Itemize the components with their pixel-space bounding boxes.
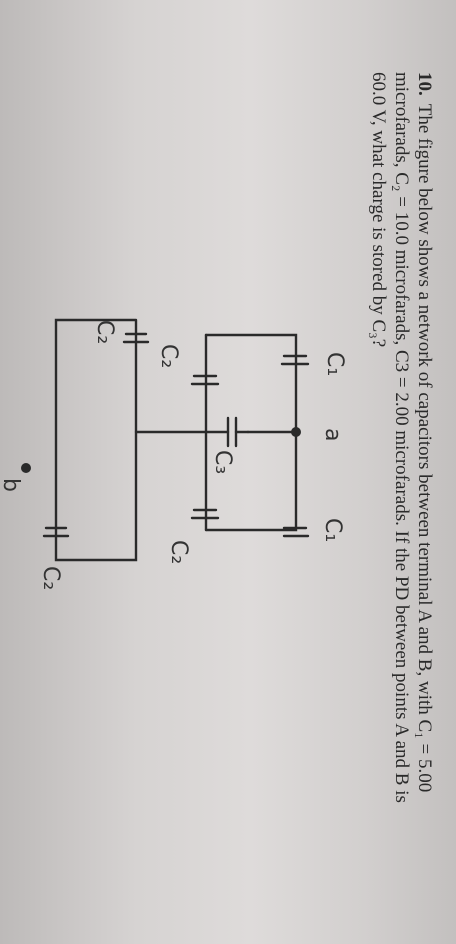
label-c3: C₃: [210, 450, 235, 474]
label-c2-upper-right: C₂: [166, 540, 191, 564]
label-c1-left: C₁: [322, 352, 347, 376]
label-c2-lower-left: C₂: [92, 320, 117, 344]
label-c2-upper-left: C₂: [156, 344, 181, 368]
label-c2-lower-right: C₂: [38, 566, 63, 590]
terminal-a-dot: [291, 427, 301, 437]
terminal-b-dot: [21, 463, 31, 473]
c2-lower-loop-wire: [54, 318, 138, 562]
label-c1-right: C₁: [320, 518, 345, 542]
label-terminal-b: b: [0, 478, 23, 492]
label-terminal-a: a: [320, 428, 345, 441]
